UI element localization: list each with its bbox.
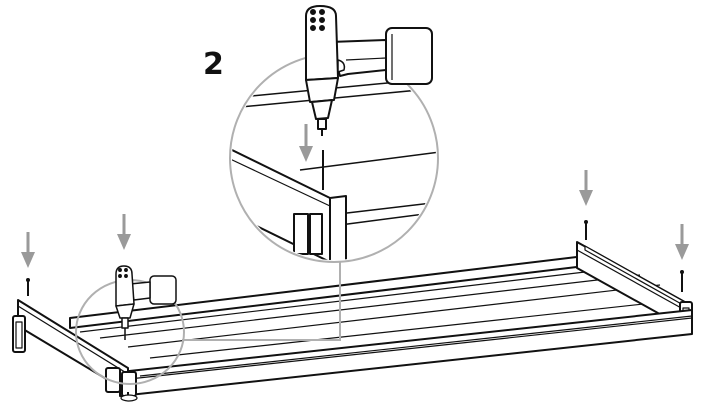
cordless-drill-small-icon — [115, 265, 177, 340]
down-arrow-icon — [299, 124, 313, 162]
cordless-drill-icon — [305, 5, 433, 136]
screw-arrows — [21, 170, 689, 296]
drawer-frame — [12, 241, 693, 402]
left-front-post — [105, 367, 121, 393]
down-arrow-icon — [117, 214, 131, 250]
down-arrow-icon — [21, 232, 35, 296]
front-rail — [119, 309, 693, 397]
step-number: 2 — [203, 47, 224, 82]
down-arrow-icon — [675, 224, 689, 292]
down-arrow-icon — [579, 170, 593, 240]
